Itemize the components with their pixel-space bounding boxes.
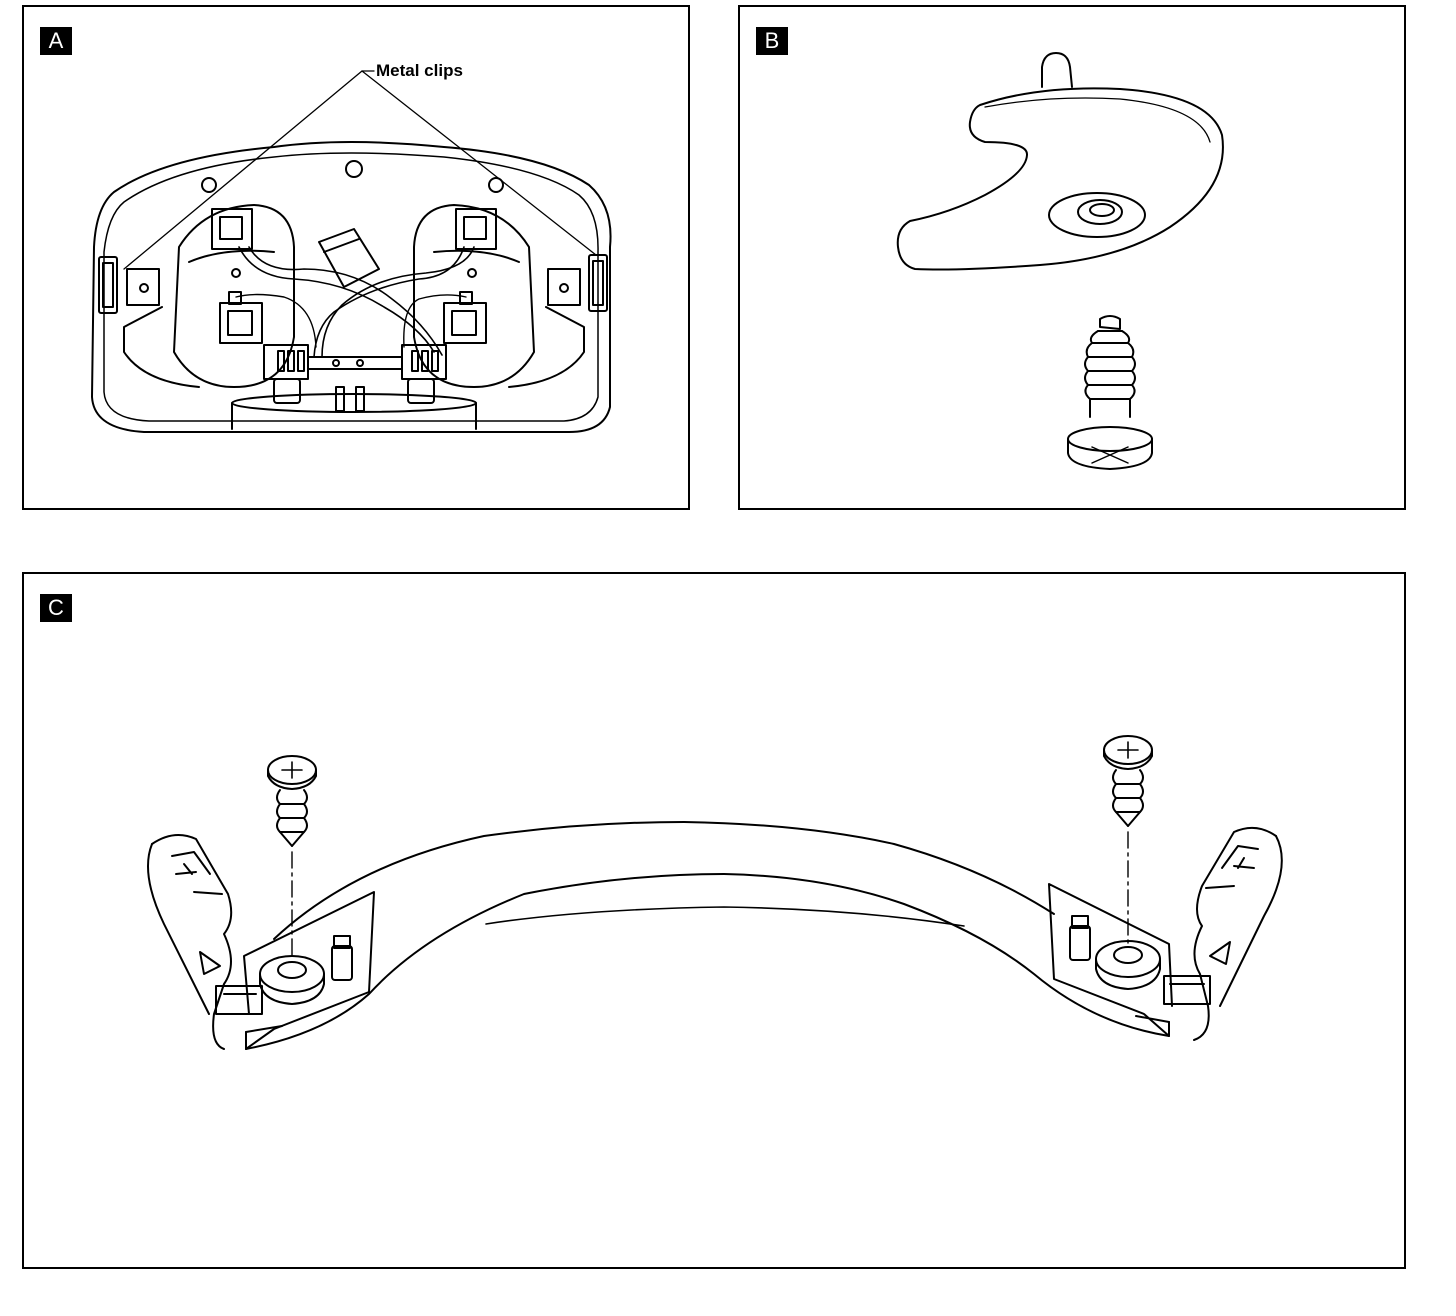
panel-label-a: A (40, 27, 72, 55)
clip-and-screw-illustration (896, 52, 1224, 470)
assist-grip-illustration (147, 735, 1283, 1050)
panel-a: A Metal clips (22, 5, 690, 510)
lamp-housing-illustration (91, 70, 612, 433)
panel-label-c: C (40, 594, 72, 622)
metal-clips-callout: Metal clips (376, 61, 463, 80)
panel-label-b: B (756, 27, 788, 55)
panel-c: C (22, 572, 1406, 1269)
panel-b: B (738, 5, 1406, 510)
